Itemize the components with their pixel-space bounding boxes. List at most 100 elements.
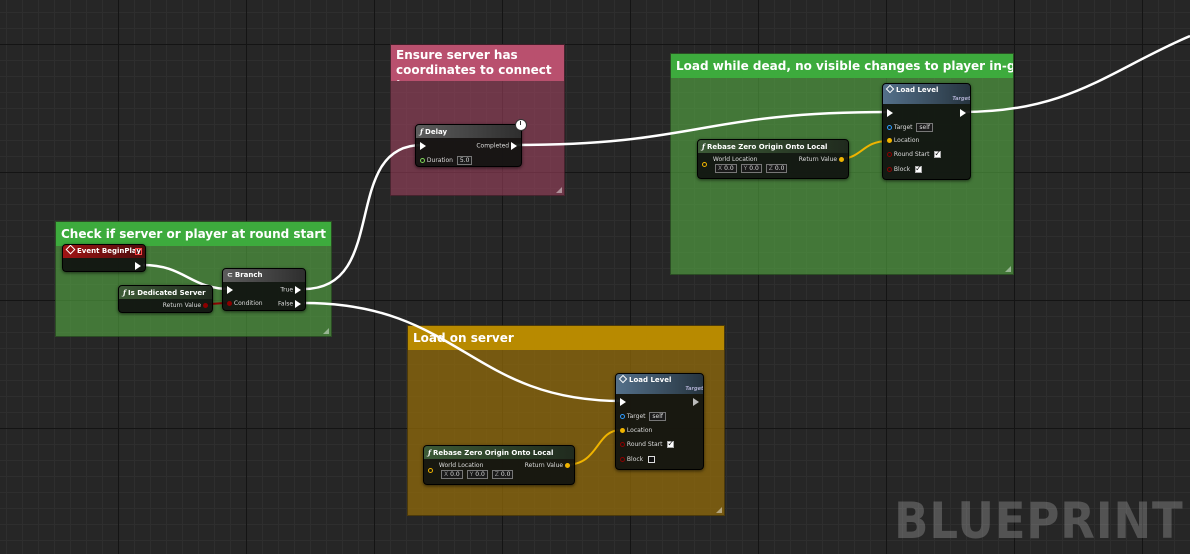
rebase-bottom-return-pin[interactable]: Return Value	[525, 462, 570, 469]
condition-label: Condition	[233, 300, 263, 307]
load-top-block-pin[interactable]: Block	[887, 164, 923, 173]
load-top-target-pin[interactable]: Target self	[887, 123, 934, 132]
exec-in-pin-icon	[420, 142, 426, 150]
block-label: Block	[626, 456, 644, 463]
rebase-bottom-world-location-pin[interactable]: World Location	[428, 462, 484, 473]
world-location-label: World Location	[438, 462, 484, 469]
delegate-pin-icon[interactable]	[135, 248, 142, 255]
resize-handle[interactable]	[323, 328, 329, 334]
bool-pin-icon	[203, 303, 208, 308]
x-value: 0.0	[450, 471, 460, 478]
load-bottom-exec-out[interactable]	[693, 398, 699, 408]
bool-pin-icon	[227, 301, 232, 306]
rebase-top-return-pin[interactable]: Return Value	[799, 156, 844, 163]
blueprint-watermark: BLUEPRINT	[894, 492, 1184, 550]
exec-in-pin-icon	[887, 109, 893, 117]
float-pin-icon	[420, 158, 425, 163]
branch-true-pin[interactable]: True	[280, 286, 301, 294]
load-bottom-location-pin[interactable]: Location	[620, 427, 652, 434]
exec-out-hollow-pin-icon	[693, 398, 699, 406]
y-letter: Y	[469, 471, 474, 478]
block-checkbox[interactable]	[648, 456, 656, 463]
rebase-bottom-title: Rebase Zero Origin Onto Local	[433, 449, 554, 457]
branch-exec-in[interactable]	[227, 286, 233, 294]
target-input[interactable]: self	[649, 412, 667, 421]
x-letter: X	[444, 471, 449, 478]
load-top-location-pin[interactable]: Location	[887, 137, 919, 144]
target-label: Target	[626, 413, 646, 420]
clock-icon	[515, 119, 527, 131]
beginplay-exec-out[interactable]	[135, 262, 141, 270]
event-beginplay-header[interactable]: Event BeginPlay	[63, 245, 145, 258]
comment-title: Ensure server has coordinates to connect…	[391, 45, 564, 81]
load-top-header[interactable]: Load Level Target is Multi Stream	[883, 84, 970, 104]
rebase-top-title: Rebase Zero Origin Onto Local	[707, 143, 828, 151]
function-icon: ƒ	[123, 288, 127, 297]
exec-out-pin-icon	[295, 286, 301, 294]
resize-handle[interactable]	[556, 187, 562, 193]
resize-handle[interactable]	[1005, 266, 1011, 272]
load-bottom-block-pin[interactable]: Block	[620, 456, 656, 463]
event-diamond-icon	[885, 84, 895, 94]
branch-node[interactable]: ⊂Branch True Condition False	[222, 268, 306, 311]
load-bottom-header[interactable]: Load Level Target is Multi Stream	[616, 374, 703, 394]
z-letter: Z	[768, 165, 773, 172]
delay-exec-in[interactable]	[420, 142, 426, 150]
load-bottom-round-start-pin[interactable]: Round Start	[620, 439, 675, 448]
load-top-exec-out[interactable]	[960, 109, 966, 117]
branch-icon: ⊂	[227, 271, 233, 279]
delay-completed-pin[interactable]: Completed	[476, 142, 517, 150]
load-level-node-bottom[interactable]: Load Level Target is Multi Stream Target…	[615, 373, 704, 470]
is-dedicated-title: Is Dedicated Server	[128, 289, 206, 297]
load-bottom-target-pin[interactable]: Target self	[620, 412, 667, 421]
event-diamond-icon	[65, 245, 76, 255]
round-start-label: Round Start	[893, 151, 930, 158]
x-letter: X	[718, 165, 723, 172]
comment-ensure-coordinates[interactable]: Ensure server has coordinates to connect…	[390, 44, 565, 196]
round-start-checkbox[interactable]	[934, 149, 942, 158]
event-beginplay-node[interactable]: Event BeginPlay	[62, 244, 146, 272]
duration-input[interactable]: 5.0	[456, 156, 473, 165]
branch-false-pin[interactable]: False	[278, 300, 301, 308]
object-pin-icon	[887, 125, 892, 130]
branch-condition-pin[interactable]: Condition	[227, 300, 263, 307]
target-input[interactable]: self	[916, 123, 934, 132]
event-title: Event BeginPlay	[77, 247, 141, 255]
rebase-top-world-location-pin[interactable]: World Location	[702, 156, 757, 167]
bool-pin-icon	[887, 167, 892, 172]
block-checkbox[interactable]	[915, 164, 923, 173]
object-pin-icon	[620, 414, 625, 419]
load-bottom-subtitle: Target is Multi Stream	[685, 386, 703, 392]
load-level-node-top[interactable]: Load Level Target is Multi Stream Target…	[882, 83, 971, 180]
exec-out-pin-icon	[960, 109, 966, 117]
return-value-label: Return Value	[798, 156, 838, 163]
vector-pin-icon	[839, 157, 844, 162]
comment-title: Check if server or player at round start	[56, 222, 331, 246]
return-value-label: Return Value	[524, 462, 564, 469]
load-top-round-start-pin[interactable]: Round Start	[887, 149, 942, 158]
branch-header[interactable]: ⊂Branch	[223, 269, 305, 282]
bool-pin-icon	[620, 442, 625, 447]
is-dedicated-return-pin[interactable]: Return Value	[163, 302, 208, 309]
load-bottom-exec-in[interactable]	[620, 398, 626, 406]
resize-handle[interactable]	[716, 507, 722, 513]
delay-duration-pin[interactable]: Duration 5.0	[420, 156, 473, 165]
round-start-checkbox[interactable]	[667, 439, 675, 448]
load-top-exec-in[interactable]	[887, 109, 893, 117]
